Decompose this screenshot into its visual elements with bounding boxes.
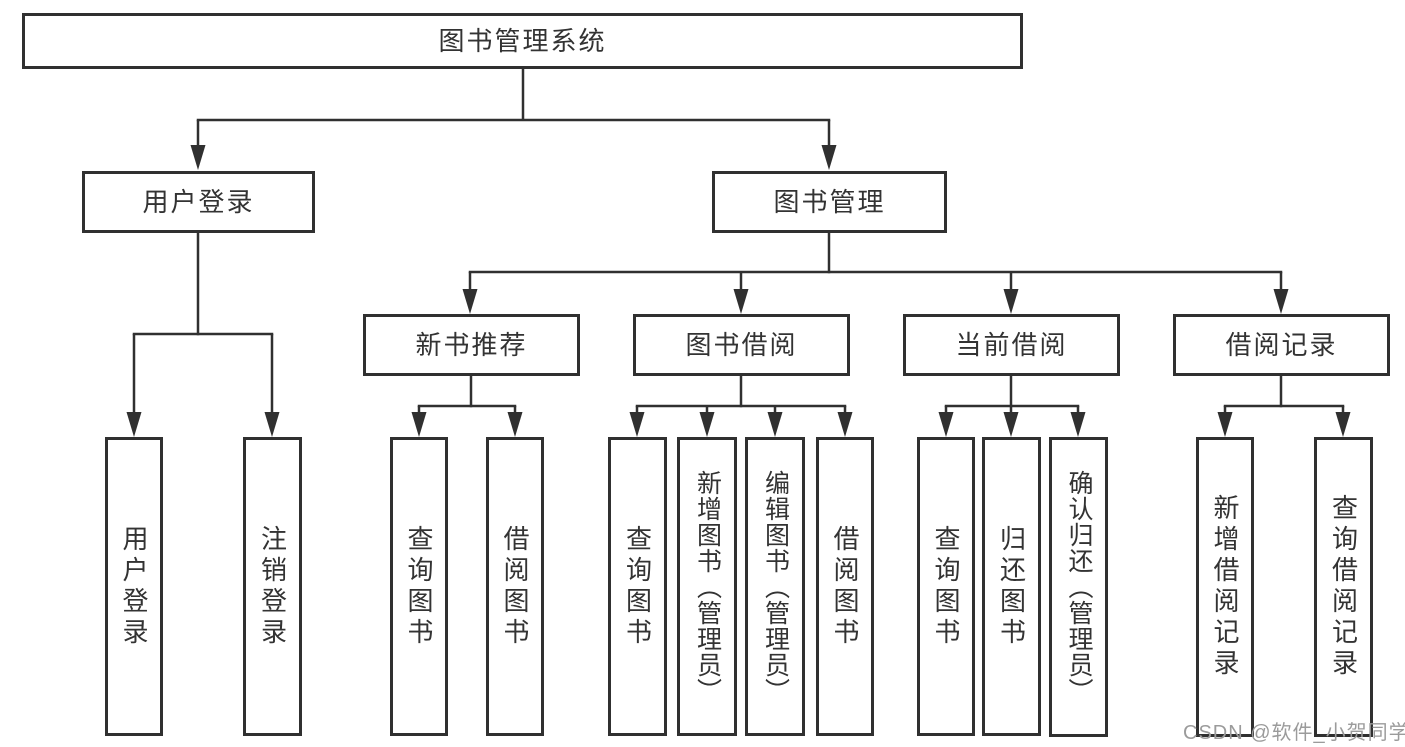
leaf-edit-book-admin: 编辑图书（管理员） xyxy=(745,437,805,736)
leaf-confirm-return-admin: 确认归还（管理员） xyxy=(1049,437,1108,737)
connector-borrow-record-children xyxy=(1217,376,1351,437)
leaf-borrow-books-recommend: 借阅图书 xyxy=(486,437,544,736)
leaf-return-book: 归还图书 xyxy=(982,437,1041,736)
csdn-watermark: CSDN @软件_小贺同学 xyxy=(1183,722,1405,744)
connector-root-to-level2 xyxy=(190,69,837,170)
leaf-add-book-admin: 新增图书（管理员） xyxy=(677,437,737,736)
node-new-book-recommend: 新书推荐 xyxy=(363,314,580,376)
leaf-borrow-book: 借阅图书 xyxy=(816,437,874,736)
node-book-borrow: 图书借阅 xyxy=(633,314,850,376)
leaf-query-books-recommend: 查询图书 xyxy=(390,437,448,736)
connector-user-login-branch xyxy=(126,233,280,437)
leaf-query-borrow-record: 查询借阅记录 xyxy=(1314,437,1373,737)
connector-book-borrow-children xyxy=(629,376,853,437)
node-user-login: 用户登录 xyxy=(82,171,315,233)
node-current-borrow: 当前借阅 xyxy=(903,314,1120,376)
connector-book-mgmt-branch xyxy=(462,233,1289,314)
leaf-logout: 注销登录 xyxy=(243,437,302,736)
leaf-query-books-borrow: 查询图书 xyxy=(608,437,667,736)
leaf-user-login: 用户登录 xyxy=(105,437,163,736)
leaf-add-borrow-record: 新增借阅记录 xyxy=(1196,437,1254,737)
node-borrow-record: 借阅记录 xyxy=(1173,314,1390,376)
node-root: 图书管理系统 xyxy=(22,13,1023,69)
connector-new-book-children xyxy=(411,376,523,437)
connector-current-borrow-children xyxy=(938,376,1086,437)
leaf-query-books-current: 查询图书 xyxy=(917,437,975,736)
node-book-mgmt: 图书管理 xyxy=(712,171,947,233)
